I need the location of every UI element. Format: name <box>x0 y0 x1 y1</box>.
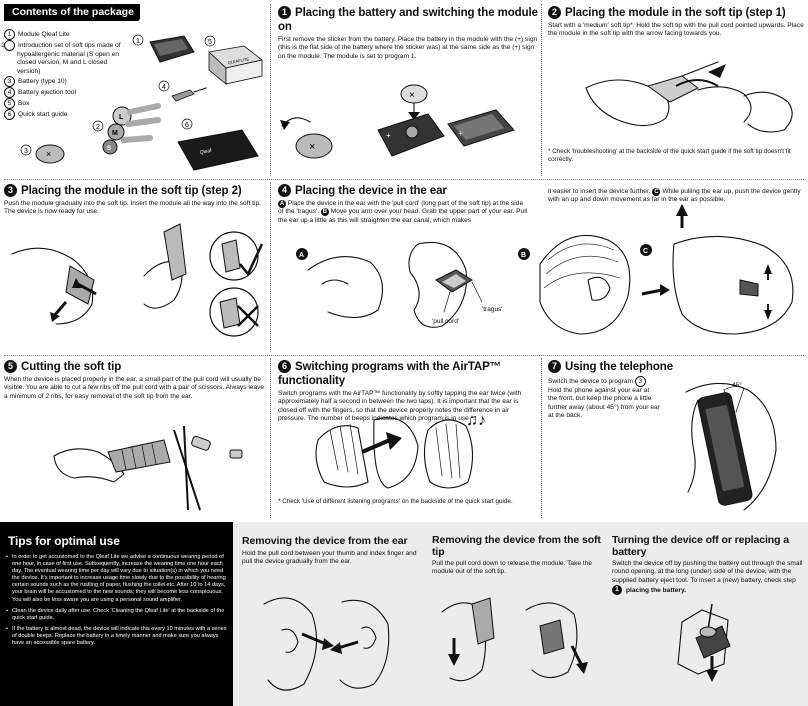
step-5-text: When the device is placed properly in th… <box>4 376 265 400</box>
svg-text:Qleaf: Qleaf <box>199 148 212 156</box>
divider <box>4 355 804 356</box>
soft-tips-illustration: 2 L M S <box>92 103 161 155</box>
step-1-text: First remove the sticker from the batter… <box>278 36 538 60</box>
pull-cord-label: 'pull cord' <box>432 318 460 325</box>
step-1-illustration: × × + + <box>280 84 515 159</box>
remove-ear-section: Removing the device from the ear Hold th… <box>242 534 420 704</box>
step-3-illustration <box>11 223 264 337</box>
svg-text:1: 1 <box>136 38 140 45</box>
step-4-illustration: A B C <box>296 204 794 335</box>
remove-ear-illustration <box>263 597 390 691</box>
music-notes-icon: ♫♪ <box>466 412 486 429</box>
svg-text:S: S <box>107 146 111 152</box>
step-7-text: Switch the device to program 3Hold the p… <box>548 376 660 419</box>
box-illustration: 5 QLEAFLITE <box>204 35 263 85</box>
step-3-text: Push the module gradually into the soft … <box>4 200 261 216</box>
remove-ear-text: Hold the pull cord between your thumb an… <box>242 550 417 566</box>
turn-off-title: Turning the device off or replacing a ba… <box>612 534 789 558</box>
remove-tip-title: Removing the device from the soft tip <box>432 534 601 558</box>
divider <box>541 4 542 176</box>
svg-text:3: 3 <box>24 148 28 155</box>
divider <box>270 358 271 518</box>
remove-tip-section: Removing the device from the soft tip Pu… <box>432 534 602 704</box>
step-2-text: Start with a 'medium' soft tip*. Hold th… <box>548 22 804 38</box>
remove-tip-text: Pull the pull cord down to release the m… <box>432 560 593 576</box>
divider <box>4 179 804 180</box>
svg-text:M: M <box>112 130 118 137</box>
tragus-label: 'tragus' <box>482 306 503 313</box>
step-2-illustration <box>585 61 793 133</box>
step-4-text-ab: A Place the device in the ear with the '… <box>278 200 528 224</box>
svg-text:L: L <box>119 114 124 121</box>
step-5-illustration <box>53 425 243 511</box>
contents-title: Contents of the package <box>4 4 140 21</box>
remove-tip-illustration <box>441 597 588 682</box>
svg-text:5: 5 <box>208 39 212 46</box>
remove-ear-title: Removing the device from the ear <box>242 535 408 547</box>
tips-section: Tips for optimal use In order to get acc… <box>0 522 233 706</box>
svg-text:+: + <box>458 129 463 138</box>
turn-off-illustration <box>677 603 731 682</box>
svg-text:×: × <box>409 90 415 101</box>
quick-start-guide-illustration: 6 Qleaf <box>177 118 259 171</box>
divider <box>270 182 271 352</box>
svg-text:4: 4 <box>162 84 166 91</box>
svg-text:A: A <box>299 252 304 259</box>
turn-off-section: Turning the device off or replacing a ba… <box>612 534 806 704</box>
svg-text:2: 2 <box>96 124 100 131</box>
step-6-text: Switch programs with the AirTAP™ functio… <box>278 390 522 422</box>
step-2-note: * Check 'troubleshooting' at the backsid… <box>548 148 791 163</box>
angle-label: 45° <box>732 382 742 389</box>
step-7-illustration <box>685 382 777 511</box>
package-contents-illustration: 1 5 QLEAFLITE 4 2 L M <box>20 34 263 171</box>
svg-text:×: × <box>46 149 51 159</box>
svg-text:C: C <box>643 248 648 255</box>
step-4-text-c: it easier to insert the device further. … <box>548 188 801 204</box>
svg-text:B: B <box>521 252 526 259</box>
svg-text:QLEAFLITE: QLEAFLITE <box>227 56 249 65</box>
divider <box>541 358 542 518</box>
divider <box>270 4 271 176</box>
tips-list: In order to get accustomed to the Qleaf … <box>0 554 233 647</box>
svg-text:+: + <box>386 131 391 140</box>
step-6-illustration <box>315 417 474 489</box>
svg-text:6: 6 <box>185 122 189 129</box>
tips-title: Tips for optimal use <box>8 534 120 548</box>
module-illustration: 1 <box>132 34 195 63</box>
list-item: In order to get accustomed to the Qleaf … <box>6 554 227 604</box>
list-item: Clean the device daily after use. Check … <box>6 608 227 622</box>
turn-off-text: Switch the device off by pushing the bat… <box>612 560 803 595</box>
svg-text:×: × <box>309 141 315 153</box>
battery-illustration: 3 × <box>20 144 65 164</box>
ejection-tool-illustration: 4 <box>158 80 207 102</box>
step-6-note: * Check 'Use of different listening prog… <box>278 498 513 505</box>
list-item: If the battery is almost dead, the devic… <box>6 626 227 647</box>
